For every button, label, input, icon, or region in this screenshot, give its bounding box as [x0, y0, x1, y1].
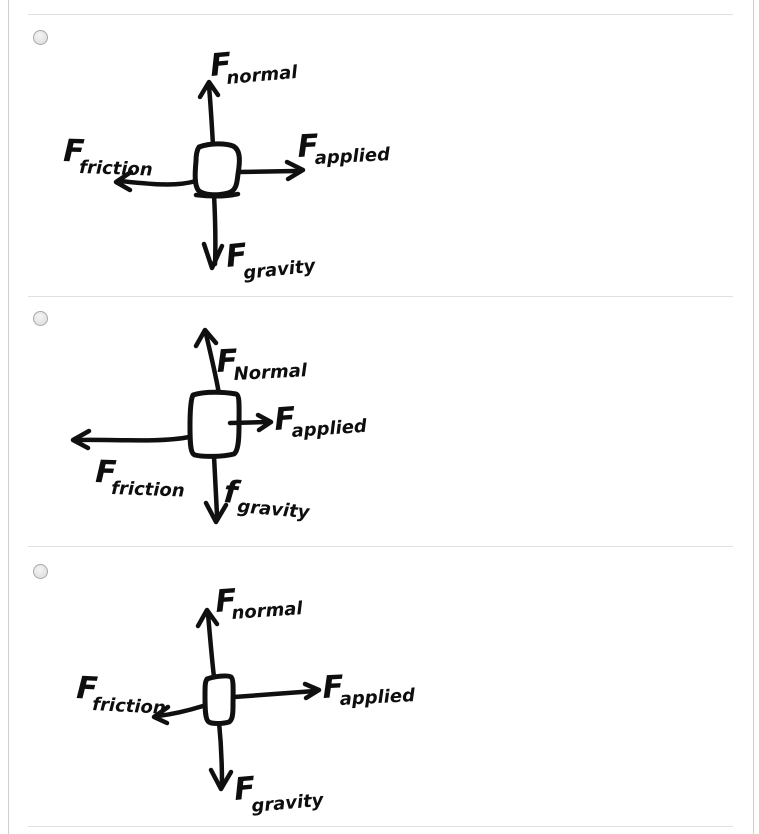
- friction-force-label: F: [95, 454, 117, 491]
- gravity-force-label: F: [233, 770, 257, 808]
- down-arrow-shaft: [211, 191, 218, 267]
- left-arrow-shaft: [155, 703, 206, 719]
- right-arrow-shaft: [227, 419, 270, 426]
- right-arrowhead-icon: [255, 412, 274, 433]
- left-arrow-shaft: [75, 434, 192, 443]
- page-border-left: [8, 0, 9, 834]
- option-1-radio-button[interactable]: [33, 30, 48, 45]
- divider: [28, 826, 733, 827]
- gravity-force-label: F: [224, 237, 249, 275]
- right-arrowhead-icon: [284, 159, 306, 182]
- object-box: [192, 141, 242, 198]
- up-arrowhead-icon: [193, 327, 219, 349]
- option-2-radio-button[interactable]: [33, 311, 48, 326]
- up-arrowhead-icon: [197, 79, 221, 100]
- right-arrow-shaft: [236, 168, 299, 175]
- object-box: [187, 389, 242, 459]
- gravity-force-subscript: gravity: [237, 496, 312, 523]
- up-arrow-shaft: [203, 331, 222, 397]
- option-1-free-body-diagram: F normal F applied F friction F gravity: [63, 46, 392, 284]
- normal-force-subscript: normal: [231, 598, 304, 624]
- answer-option-3[interactable]: [9, 546, 753, 826]
- option-3-free-body-diagram: F normal F applied F friction F gravity: [76, 583, 417, 817]
- friction-force-label: F: [76, 670, 99, 707]
- applied-force-subscript: applied: [314, 144, 391, 169]
- up-arrow-shaft: [205, 611, 217, 680]
- divider: [28, 14, 733, 15]
- applied-force-label: F: [273, 401, 297, 438]
- down-arrowhead-icon: [208, 767, 234, 792]
- box-bottom-overstroke: [193, 191, 241, 199]
- left-arrowhead-icon: [113, 169, 134, 193]
- answer-option-2[interactable]: [9, 296, 753, 546]
- normal-force-subscript: Normal: [233, 360, 308, 385]
- up-arrowhead-icon: [195, 607, 220, 629]
- friction-force-subscript: friction: [111, 478, 185, 502]
- gravity-force-subscript: gravity: [242, 255, 317, 284]
- applied-force-subscript: applied: [291, 416, 369, 442]
- page-border-right: [753, 0, 754, 834]
- down-arrowhead-icon: [203, 500, 229, 525]
- down-arrow-shaft: [216, 719, 225, 787]
- applied-force-label: F: [322, 669, 345, 706]
- left-arrow-shaft: [117, 178, 199, 187]
- gravity-force-subscript: gravity: [251, 790, 326, 817]
- right-arrowhead-icon: [302, 681, 322, 701]
- friction-force-subscript: friction: [79, 157, 153, 181]
- down-arrowhead-icon: [201, 241, 225, 271]
- option-3-radio-button[interactable]: [33, 564, 48, 579]
- friction-force-subscript: friction: [92, 694, 167, 719]
- left-arrowhead-icon: [70, 428, 92, 451]
- option-2-free-body-diagram: F Normal F applied F friction f gravity: [70, 327, 369, 525]
- left-arrowhead-icon: [151, 704, 171, 726]
- applied-force-subscript: applied: [339, 685, 416, 710]
- divider: [28, 296, 733, 297]
- applied-force-label: F: [297, 128, 320, 165]
- normal-force-label: F: [216, 343, 239, 380]
- right-arrow-shaft: [231, 688, 318, 700]
- divider: [28, 546, 733, 547]
- friction-force-label: F: [63, 133, 85, 170]
- down-arrow-shaft: [211, 453, 220, 518]
- normal-force-subscript: normal: [226, 62, 300, 89]
- up-arrow-shaft: [206, 83, 216, 148]
- normal-force-label: F: [209, 46, 233, 84]
- answer-option-1[interactable]: [9, 14, 753, 296]
- normal-force-label: F: [214, 583, 238, 620]
- object-box: [202, 673, 236, 726]
